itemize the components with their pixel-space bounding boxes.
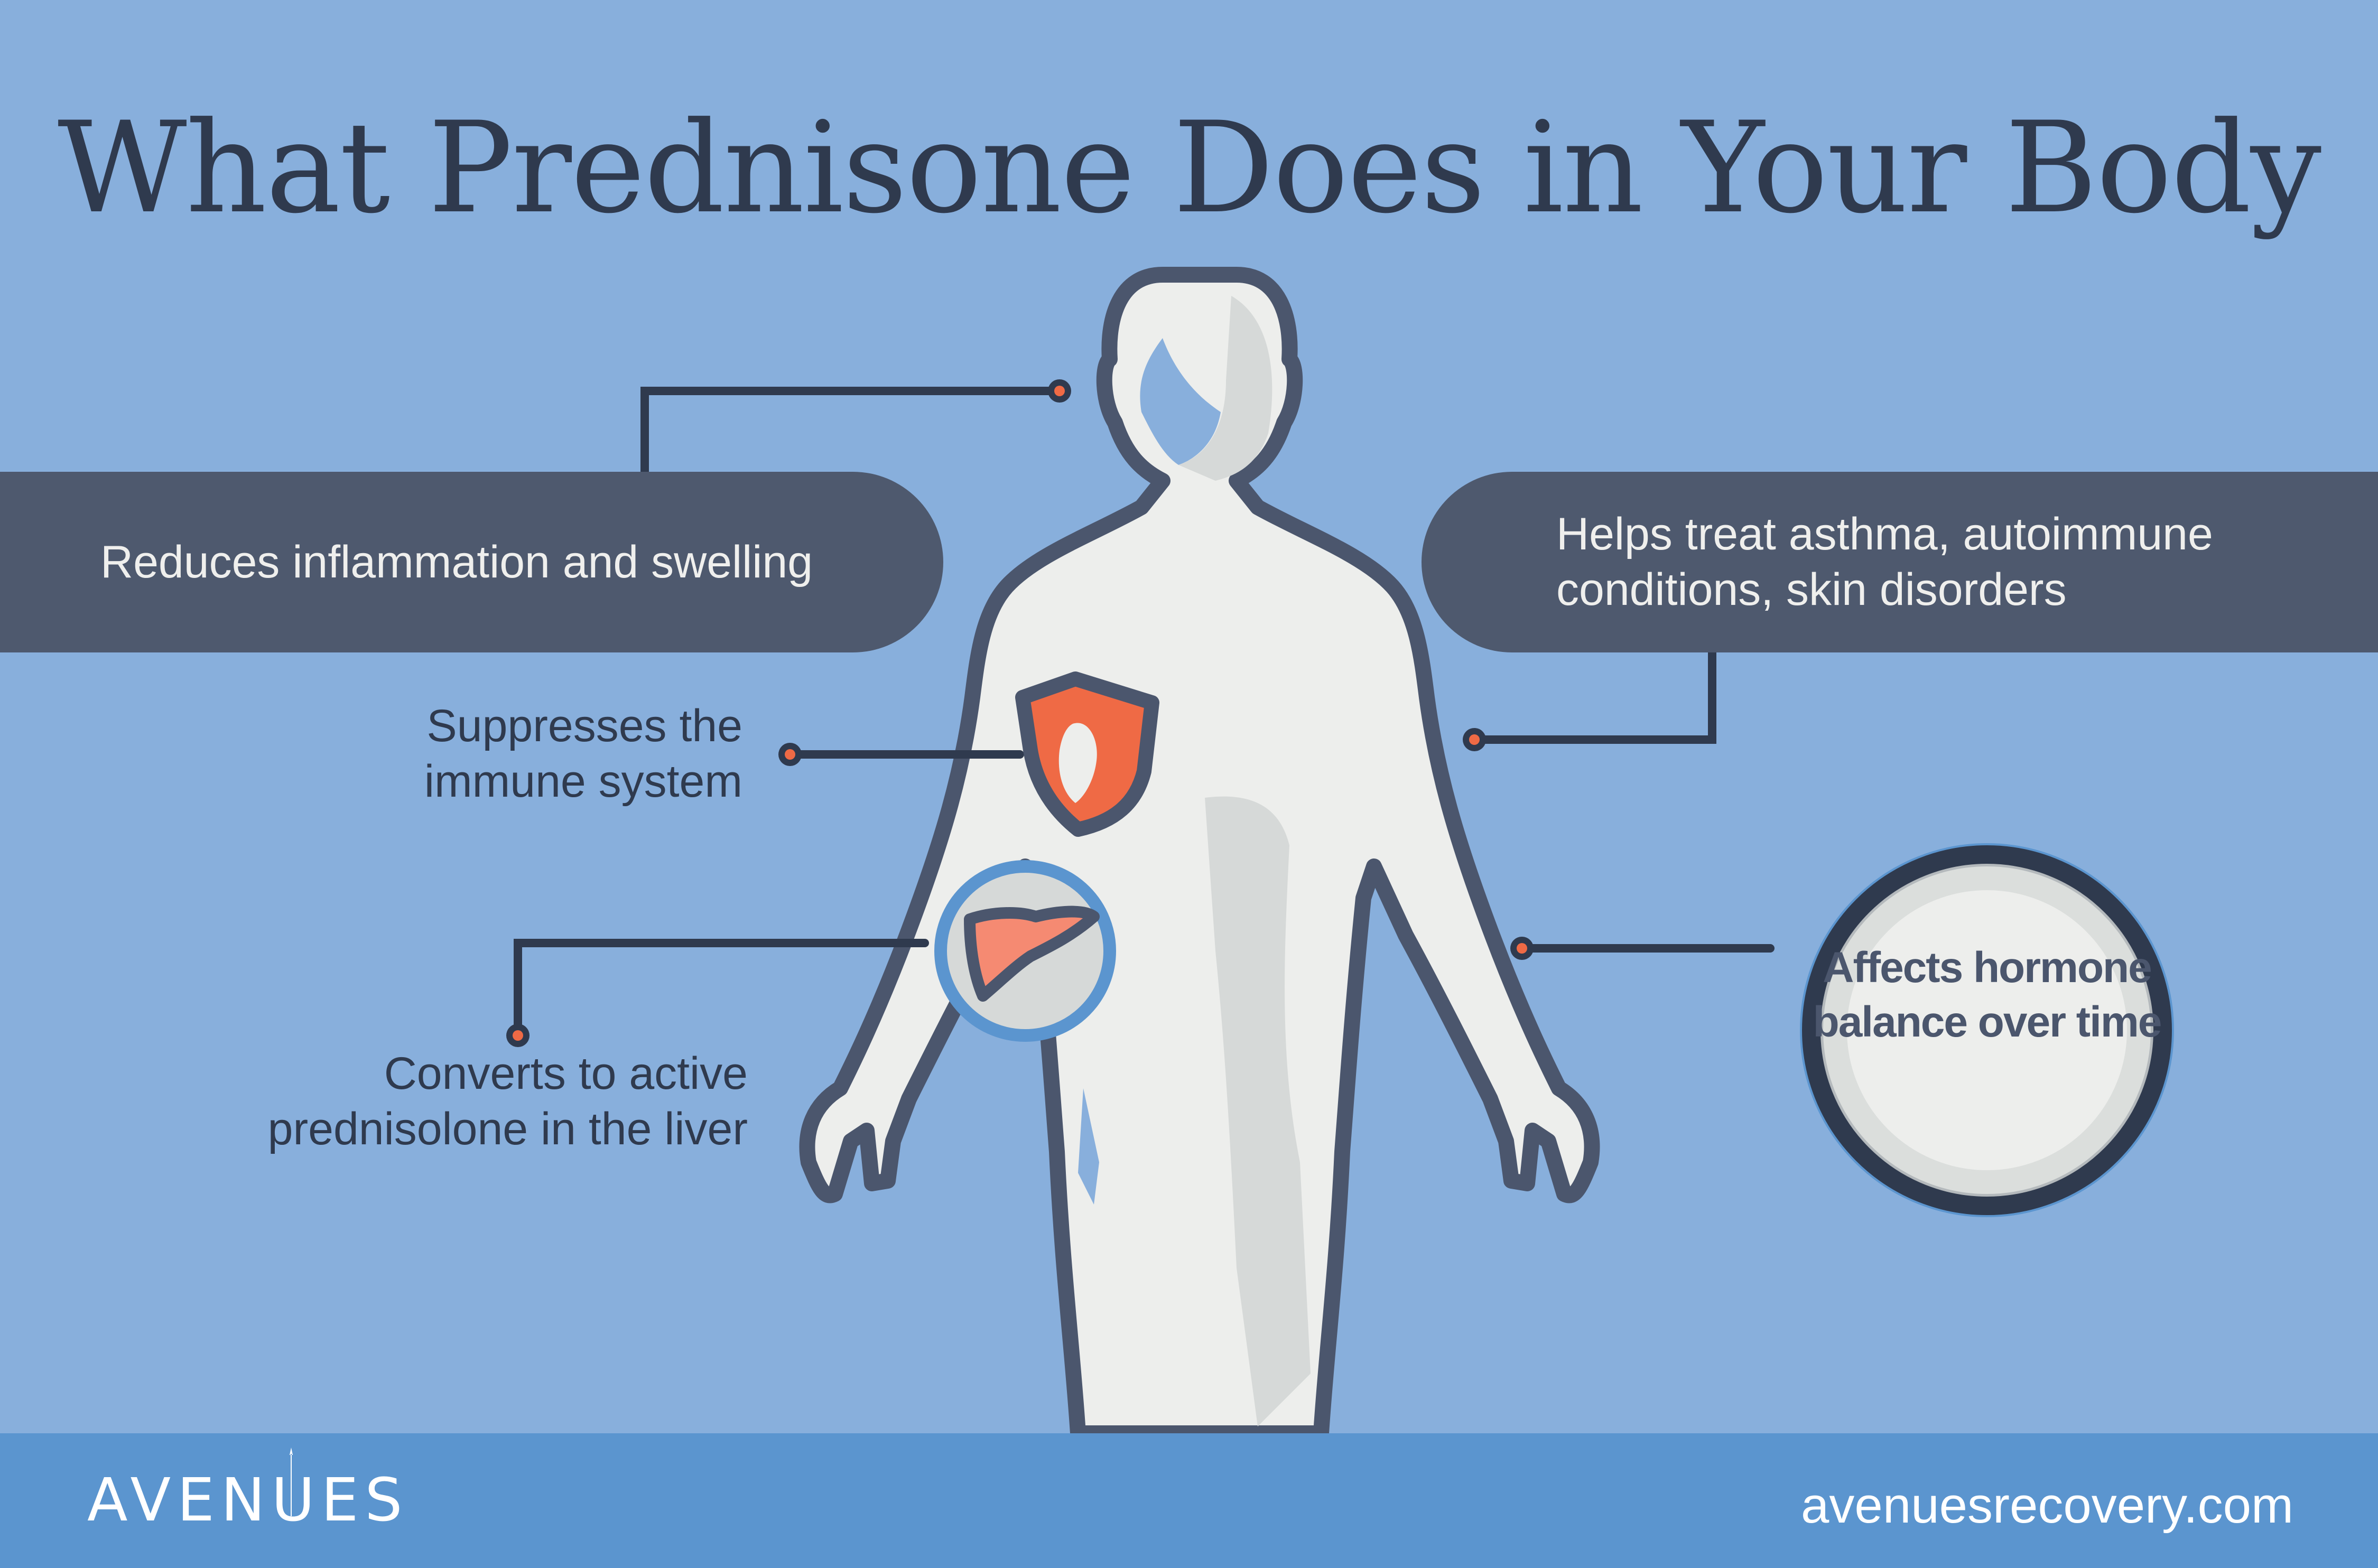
liver-icon <box>934 860 1116 1042</box>
avenues-logo: AVENUES <box>87 1466 409 1535</box>
callout-liver-text: Converts to active prednisolone in the l… <box>267 1048 748 1154</box>
callout-treats-text: Helps treat asthma, autoimmune condition… <box>1556 509 2213 615</box>
callout-immune-text: Suppresses the immune system <box>424 701 742 807</box>
callout-hormone-text: Affects hormone balance over time <box>1813 944 2162 1047</box>
callout-inflammation: Reduces inflammation and swelling <box>0 472 943 652</box>
callout-treats: Helps treat asthma, autoimmune condition… <box>1422 472 2378 652</box>
page-title: What Prednisone Does in Your Body <box>57 95 2321 241</box>
footer-bar <box>0 1433 2378 1568</box>
connector-lines <box>514 387 1775 1037</box>
connector-dots <box>506 379 1534 1047</box>
callout-inflammation-text: Reduces inflammation and swelling <box>100 536 813 587</box>
shield-icon <box>1015 671 1159 837</box>
website-link[interactable]: avenuesrecovery.com <box>1801 1477 2293 1534</box>
human-body-figure <box>799 267 1600 1441</box>
logo-arrow-icon <box>290 1448 293 1516</box>
hormone-circle <box>1800 843 2174 1217</box>
